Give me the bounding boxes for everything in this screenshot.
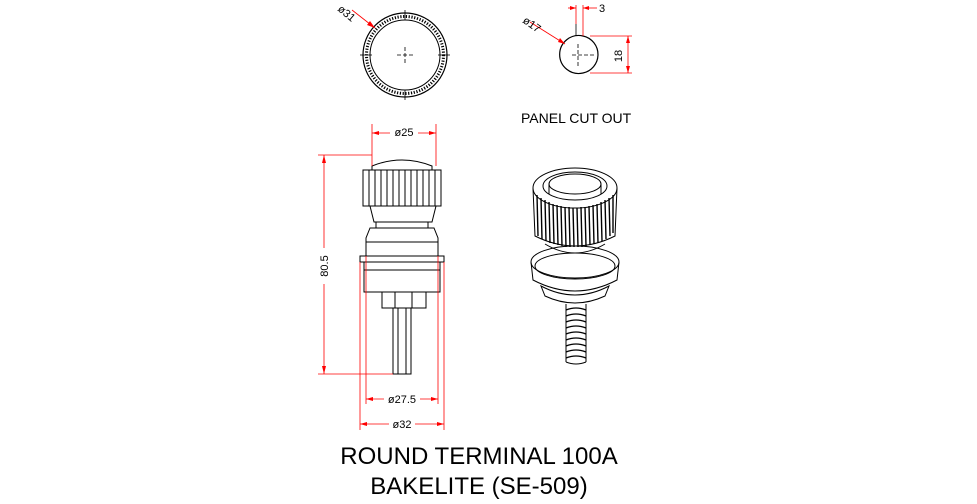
panel-cutout-view (559, 24, 599, 75)
cutout-height-label: 18 (613, 50, 625, 62)
top-view-dia-label: ø31 (335, 3, 357, 24)
front-elevation-dimensions: ø25 80.5 ø27.5 ø32 (318, 124, 445, 431)
flange-dia-label: ø27.5 (388, 394, 416, 406)
cutout-dimensions: 3 18 ø17 (520, 3, 632, 74)
cutout-flat-width-label: 3 (599, 3, 605, 15)
overall-height-label: 80.5 (319, 255, 331, 276)
top-view (360, 10, 450, 100)
base-dia-label: ø32 (393, 419, 412, 431)
front-elevation (359, 159, 445, 375)
cutout-dia-label: ø17 (520, 15, 542, 36)
title-line-1: ROUND TERMINAL 100A (340, 443, 617, 470)
panel-cutout-label: PANEL CUT OUT (521, 110, 632, 126)
cap-dia-label: ø25 (395, 127, 414, 139)
top-view-diameter-dimension: ø31 (335, 3, 376, 29)
isometric-view (530, 167, 620, 365)
title-line-2: BAKELITE (SE-509) (370, 473, 587, 500)
